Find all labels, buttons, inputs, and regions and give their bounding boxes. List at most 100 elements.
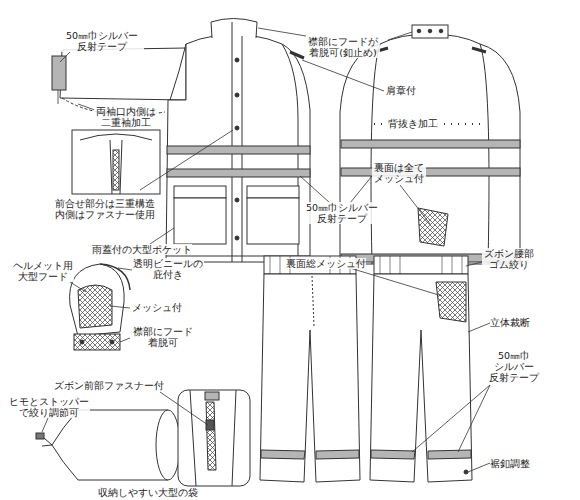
collar [80, 134, 152, 140]
callout-label: ヒモとストッパー で絞り調節可 [8, 396, 90, 418]
epaulet [290, 52, 304, 58]
callout-label: ズボン腰部 ゴム絞り [482, 248, 536, 270]
leader-line [78, 104, 95, 110]
stopper [36, 433, 44, 439]
leader-line [60, 52, 70, 62]
fly [312, 276, 314, 326]
pocket-flap [174, 186, 226, 198]
leader-line [160, 392, 208, 425]
pants-outline [370, 274, 472, 482]
leader-line [150, 228, 174, 244]
button [235, 236, 239, 240]
callout-label: ヘルメット用 大型フード [12, 260, 74, 282]
pants-outline [260, 274, 360, 482]
leader-line [302, 60, 384, 91]
callout-label: 雨蓋付の大型ポケット [92, 244, 192, 255]
collar-tab [74, 334, 120, 350]
epaulet [374, 48, 486, 52]
button [464, 470, 468, 474]
pants-front [260, 256, 360, 482]
waistband [205, 392, 219, 400]
leader-lines [42, 28, 490, 472]
pocket [174, 198, 226, 244]
leader-line [70, 282, 86, 292]
detail-frame [178, 390, 250, 486]
jacket-body [340, 34, 520, 264]
callout-label: 収納しやすい大型の袋 [98, 487, 198, 498]
leader-line [412, 385, 490, 452]
pocket-flap [247, 186, 299, 198]
elastic [380, 256, 462, 274]
leader-line [468, 463, 490, 472]
button [110, 340, 114, 344]
callout-label: 立体裁断 [490, 317, 530, 328]
zipper [113, 150, 119, 190]
leader-line [388, 32, 412, 40]
callout-label: 50㎜巾シルバー 反射テープ [60, 30, 144, 52]
placket [232, 22, 233, 262]
zipper-detail [178, 390, 250, 486]
leader-line [300, 176, 330, 203]
mesh-lining [436, 282, 466, 322]
bag-end [156, 410, 180, 480]
callout-label: 裾釦調整 [490, 458, 530, 469]
zipper [206, 402, 216, 470]
hood-outline [70, 264, 125, 336]
jacket-front [52, 19, 310, 263]
leader-line [110, 306, 130, 308]
jacket-back [340, 25, 520, 264]
leader-line [42, 418, 48, 432]
button [428, 29, 432, 33]
callout-label: 前合せ部分は三重構造 内側はファスナー使用 [54, 198, 156, 220]
callout-label: 襟部にフードが 着脱可(釦止め) [306, 36, 380, 58]
raglan-seam [170, 44, 186, 100]
reflective-tape [167, 146, 310, 154]
button [235, 93, 239, 97]
callout-label: 両袖口内側は 二重袖加工 [94, 106, 158, 128]
leader-line [466, 262, 482, 266]
leader-line [350, 176, 372, 203]
leader-line [118, 268, 132, 270]
button [235, 126, 239, 130]
leader-line [468, 323, 490, 332]
callout-label: 肩章付 [386, 85, 416, 96]
raglan-seam [480, 44, 489, 264]
leg-seam [190, 390, 236, 486]
callout-label: 裏面は全て メッシュ付 [372, 162, 426, 184]
reflective-tape [261, 450, 305, 459]
callout-label: 透明ビニールの 庇付き [132, 258, 204, 280]
reflective-tape [167, 169, 310, 177]
button [80, 340, 84, 344]
sleeve [60, 48, 186, 100]
waistband [374, 256, 468, 274]
button [417, 29, 421, 33]
leader-line [58, 90, 59, 104]
zipper-pull [206, 420, 214, 430]
callout-label: 背抜き加工 [388, 118, 438, 129]
leader-line [140, 130, 233, 190]
reflective-tape [316, 450, 359, 459]
callout-label: ズボン前部ファスナー付 [54, 380, 164, 391]
hood [70, 264, 130, 350]
button [235, 58, 239, 62]
collar [412, 25, 448, 38]
leader-line [458, 385, 490, 452]
collar [211, 19, 257, 39]
bag-body [52, 410, 168, 480]
button [235, 198, 239, 202]
reflective-tape [52, 56, 66, 90]
raglan-seam [371, 44, 380, 264]
button [439, 29, 443, 33]
leader-line [350, 268, 442, 296]
callout-label: 襟部にフード 着脱可 [132, 326, 194, 348]
leader-line [120, 338, 130, 342]
closure-inset [72, 130, 233, 194]
leader-line [400, 185, 430, 224]
callout-label: 50㎜巾シルバー 反射テープ [300, 202, 384, 224]
callout-label: メッシュ付 [132, 302, 182, 313]
leader-line [258, 28, 306, 36]
reflective-tape [341, 168, 520, 176]
jacket-body [166, 36, 310, 262]
inset-frame [72, 130, 160, 194]
